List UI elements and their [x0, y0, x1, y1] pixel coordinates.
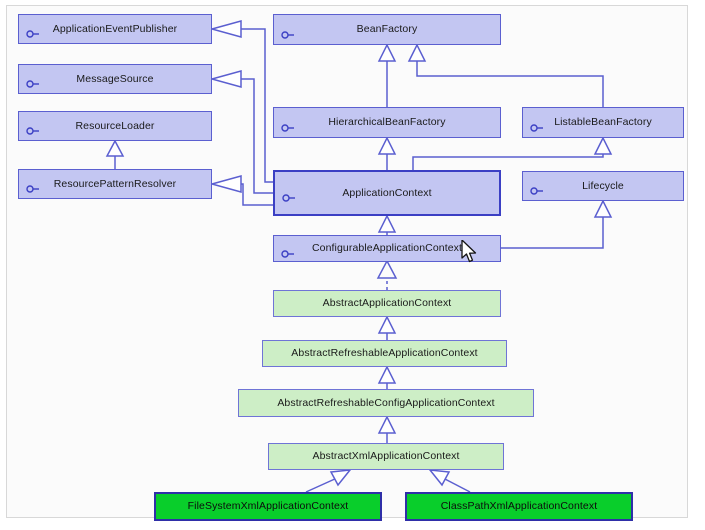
node-label: ListableBeanFactory	[554, 116, 652, 129]
edge-filesystemxmlapplicationcontext-to-abstractxmlapplicationcontext	[305, 469, 352, 493]
node-listable-bean-factory[interactable]: ListableBeanFactory	[522, 107, 684, 138]
interface-lollipop-icon	[530, 182, 544, 195]
edge-configurableapplicationcontext-to-lifecycle	[501, 199, 613, 249]
node-label: AbstractRefreshableApplicationContext	[291, 347, 478, 360]
node-bean-factory[interactable]: BeanFactory	[273, 14, 501, 45]
node-application-event-publisher[interactable]: ApplicationEventPublisher	[18, 14, 212, 44]
interface-lollipop-icon	[530, 119, 544, 132]
node-label: ApplicationEventPublisher	[52, 22, 178, 35]
node-label: AbstractApplicationContext	[322, 297, 452, 310]
node-label: AbstractRefreshableConfigApplicationCont…	[277, 396, 495, 409]
node-resource-pattern-resolver[interactable]: ResourcePatternResolver	[18, 169, 212, 199]
node-label: BeanFactory	[356, 23, 418, 36]
node-configurable-application-context[interactable]: ConfigurableApplicationContext	[273, 235, 501, 262]
edge-abstractrefreshableconfigapplicationcontext-to-abstractrefreshableapplicationcontext	[377, 365, 397, 389]
node-label: HierarchicalBeanFactory	[328, 116, 446, 129]
node-abstract-refreshable-config-application-context[interactable]: AbstractRefreshableConfigApplicationCont…	[238, 389, 534, 417]
node-label: FileSystemXmlApplicationContext	[187, 500, 349, 513]
node-label: AbstractXmlApplicationContext	[312, 450, 460, 463]
edge-resourcepatternresolver-to-resourceloader	[105, 139, 125, 169]
interface-lollipop-icon	[281, 245, 295, 258]
edge-applicationcontext-to-resourcepatternresolver	[209, 175, 273, 206]
node-label: ResourceLoader	[75, 119, 155, 132]
node-resource-loader[interactable]: ResourceLoader	[18, 111, 212, 141]
node-label: ResourcePatternResolver	[53, 177, 177, 190]
node-abstract-application-context[interactable]: AbstractApplicationContext	[273, 290, 501, 317]
edge-listablebeanfactory-to-beanfactory	[407, 43, 604, 107]
edge-abstractrefreshableapplicationcontext-to-abstractapplicationcontext	[377, 315, 397, 340]
interface-lollipop-icon	[281, 26, 295, 39]
interface-lollipop-icon	[26, 122, 40, 135]
interface-lollipop-icon	[281, 119, 295, 132]
interface-lollipop-icon	[26, 75, 40, 88]
node-message-source[interactable]: MessageSource	[18, 64, 212, 94]
edge-applicationcontext-to-applicationeventpublisher	[209, 20, 273, 183]
node-class-path-xml-application-context[interactable]: ClassPathXmlApplicationContext	[405, 492, 633, 521]
interface-lollipop-icon	[282, 189, 296, 202]
node-label: ApplicationContext	[342, 186, 432, 199]
node-label: MessageSource	[76, 72, 154, 85]
edge-applicationcontext-to-listablebeanfactory	[412, 136, 613, 170]
interface-lollipop-icon	[26, 180, 40, 193]
node-hierarchical-bean-factory[interactable]: HierarchicalBeanFactory	[273, 107, 501, 138]
node-abstract-xml-application-context[interactable]: AbstractXmlApplicationContext	[268, 443, 504, 470]
edge-configurableapplicationcontext-to-applicationcontext	[377, 214, 397, 235]
edge-applicationcontext-to-hierarchicalbeanfactory	[377, 136, 397, 170]
node-label: Lifecycle	[582, 179, 624, 192]
node-abstract-refreshable-application-context[interactable]: AbstractRefreshableApplicationContext	[262, 340, 507, 367]
interface-lollipop-icon	[26, 25, 40, 38]
node-label: ConfigurableApplicationContext	[311, 242, 463, 255]
node-file-system-xml-application-context[interactable]: FileSystemXmlApplicationContext	[154, 492, 382, 521]
node-label: ClassPathXmlApplicationContext	[440, 500, 598, 513]
node-lifecycle[interactable]: Lifecycle	[522, 171, 684, 201]
edge-classpathxmlapplicationcontext-to-abstractxmlapplicationcontext	[428, 469, 471, 493]
edge-abstractxmlapplicationcontext-to-abstractrefreshableconfigapplicationcontext	[377, 415, 397, 443]
node-application-context[interactable]: ApplicationContext	[273, 170, 501, 216]
edge-applicationcontext-to-messagesource	[209, 70, 273, 194]
edge-hierarchicalbeanfactory-to-beanfactory	[377, 43, 397, 107]
edge-abstractapplicationcontext-to-configurableapplicationcontext	[376, 259, 398, 290]
